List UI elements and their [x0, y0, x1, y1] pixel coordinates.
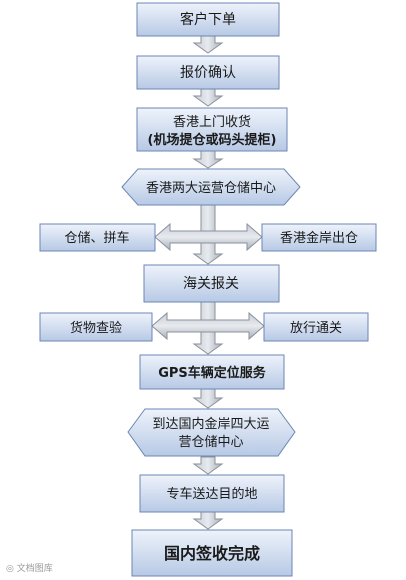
- node-quote-label: 报价确认: [180, 65, 236, 81]
- node-inspection-label: 货物查验: [70, 320, 122, 336]
- node-delivery: 专车送达目的地: [139, 474, 285, 513]
- node-hk-warehouse: 香港两大运营仓储中心: [121, 168, 301, 206]
- node-pickup: 香港上门收货 (机场提仓或码头提柜): [136, 107, 288, 152]
- node-hk-exit: 香港金岸出仓: [261, 223, 377, 252]
- node-order-label: 客户下单: [180, 11, 236, 28]
- arrow-cn-warehouse-to-delivery: [192, 456, 224, 475]
- node-quote: 报价确认: [136, 55, 280, 90]
- node-storage: 仓储、拼车: [39, 223, 156, 252]
- node-signoff-label: 国内签收完成: [164, 544, 260, 563]
- node-hk-warehouse-label: 香港两大运营仓储中心: [146, 181, 276, 196]
- arrow-quote-to-pickup: [192, 88, 224, 107]
- node-hk-exit-label: 香港金岸出仓: [280, 230, 358, 246]
- node-signoff: 国内签收完成: [131, 529, 293, 577]
- node-order: 客户下单: [136, 2, 280, 37]
- watermark: ◎ 文档图库: [6, 561, 53, 574]
- node-pickup-line1: 香港上门收货: [173, 114, 251, 130]
- node-customs-label: 海关报关: [183, 276, 239, 292]
- node-inspection: 货物查验: [39, 312, 153, 342]
- node-delivery-label: 专车送达目的地: [166, 486, 257, 502]
- node-cn-warehouse-line2: 营仓储中心: [178, 435, 243, 450]
- node-release: 放行通关: [263, 312, 369, 342]
- node-gps: GPS车辆定位服务: [139, 354, 285, 390]
- watermark-text: 文档图库: [16, 564, 53, 574]
- node-cn-warehouse: 到达国内金岸四大运 营仓储中心: [127, 408, 296, 457]
- arrow-delivery-to-signoff: [192, 511, 224, 530]
- arrow-pickup-to-hk-warehouse: [192, 150, 224, 169]
- node-gps-label: GPS车辆定位服务: [158, 365, 267, 381]
- node-release-label: 放行通关: [290, 321, 342, 336]
- watermark-icon: ◎: [6, 564, 14, 574]
- node-storage-label: 仓储、拼车: [64, 230, 129, 246]
- arrow-gps-to-cn-warehouse: [192, 388, 224, 409]
- node-pickup-line2: (机场提仓或码头提柜): [148, 132, 277, 148]
- node-cn-warehouse-line1: 到达国内金岸四大运: [152, 416, 269, 432]
- node-customs: 海关报关: [143, 264, 280, 303]
- arrow-order-to-quote: [192, 35, 224, 54]
